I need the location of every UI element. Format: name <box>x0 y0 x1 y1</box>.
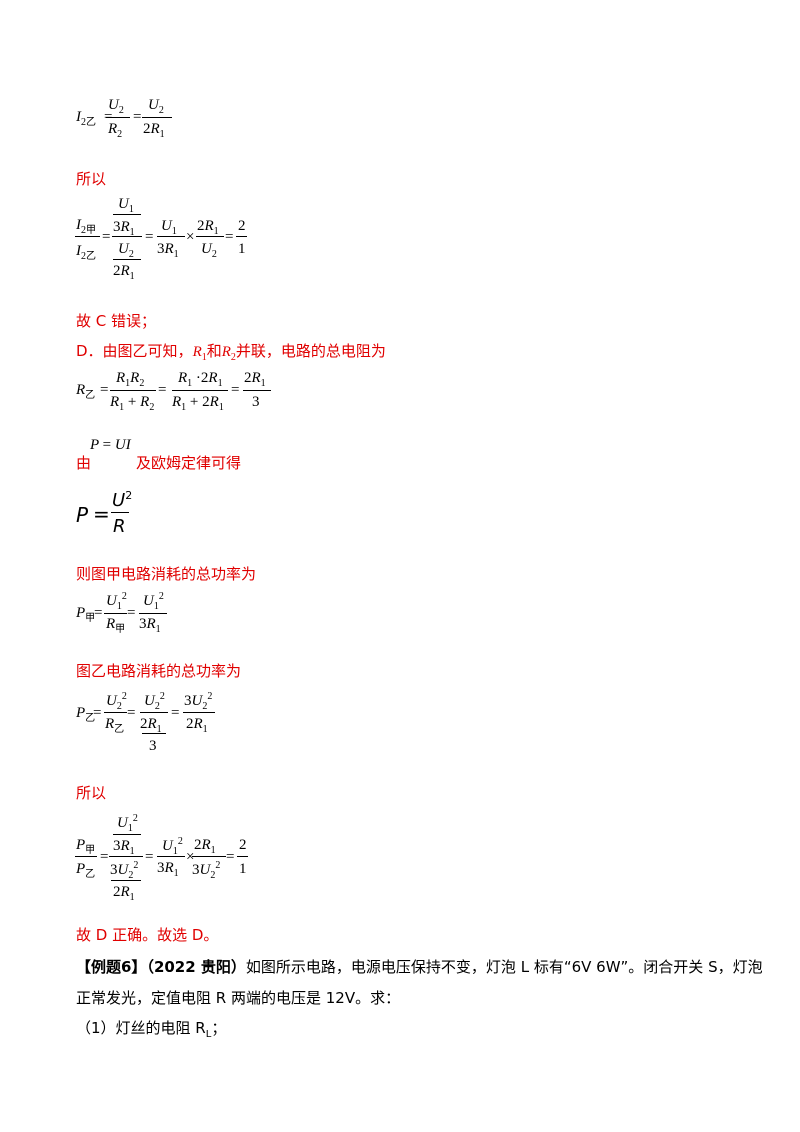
d-right-text: 故 D 正确。故选 D。 <box>76 926 219 944</box>
c-wrong-text: 故 C 错误； <box>76 312 157 330</box>
example-body-1: 如图所示电路，电源电压保持不变，灯泡 L 标有“6V 6W”。闭合开关 S，灯泡 <box>245 958 763 976</box>
question-1-sub: L <box>205 1029 212 1040</box>
d-intro-b: 和 <box>206 342 222 360</box>
d-intro-line: D．由图乙可知，R1和R2并联，电路的总电阻为 <box>76 342 386 363</box>
so-text-2: 所以 <box>76 784 107 802</box>
so-text-1: 所以 <box>76 170 107 188</box>
question-1-text: （1）灯丝的电阻 R <box>76 1019 206 1037</box>
example-6-line-1: 【例题6】（2022 贵阳）如图所示电路，电源电压保持不变，灯泡 L 标有“6V… <box>76 960 763 975</box>
example-body-2: 正常发光，定值电阻 R 两端的电压是 12V。求： <box>76 989 401 1007</box>
ohm-text: 及欧姆定律可得 <box>136 454 242 472</box>
d-intro-c: 并联，电路的总电阻为 <box>235 342 386 360</box>
jia-power-text: 则图甲电路消耗的总功率为 <box>76 565 257 583</box>
you-text: 由 <box>76 454 92 472</box>
yi-power-text: 图乙电路消耗的总功率为 <box>76 662 242 680</box>
d-intro-a: D．由图乙可知， <box>76 342 193 360</box>
question-1: （1）灯丝的电阻 RL； <box>76 1021 226 1040</box>
question-1-end: ； <box>211 1019 227 1037</box>
example-source: （2022 贵阳） <box>146 958 246 976</box>
example-label: 【例题6】 <box>76 958 147 976</box>
